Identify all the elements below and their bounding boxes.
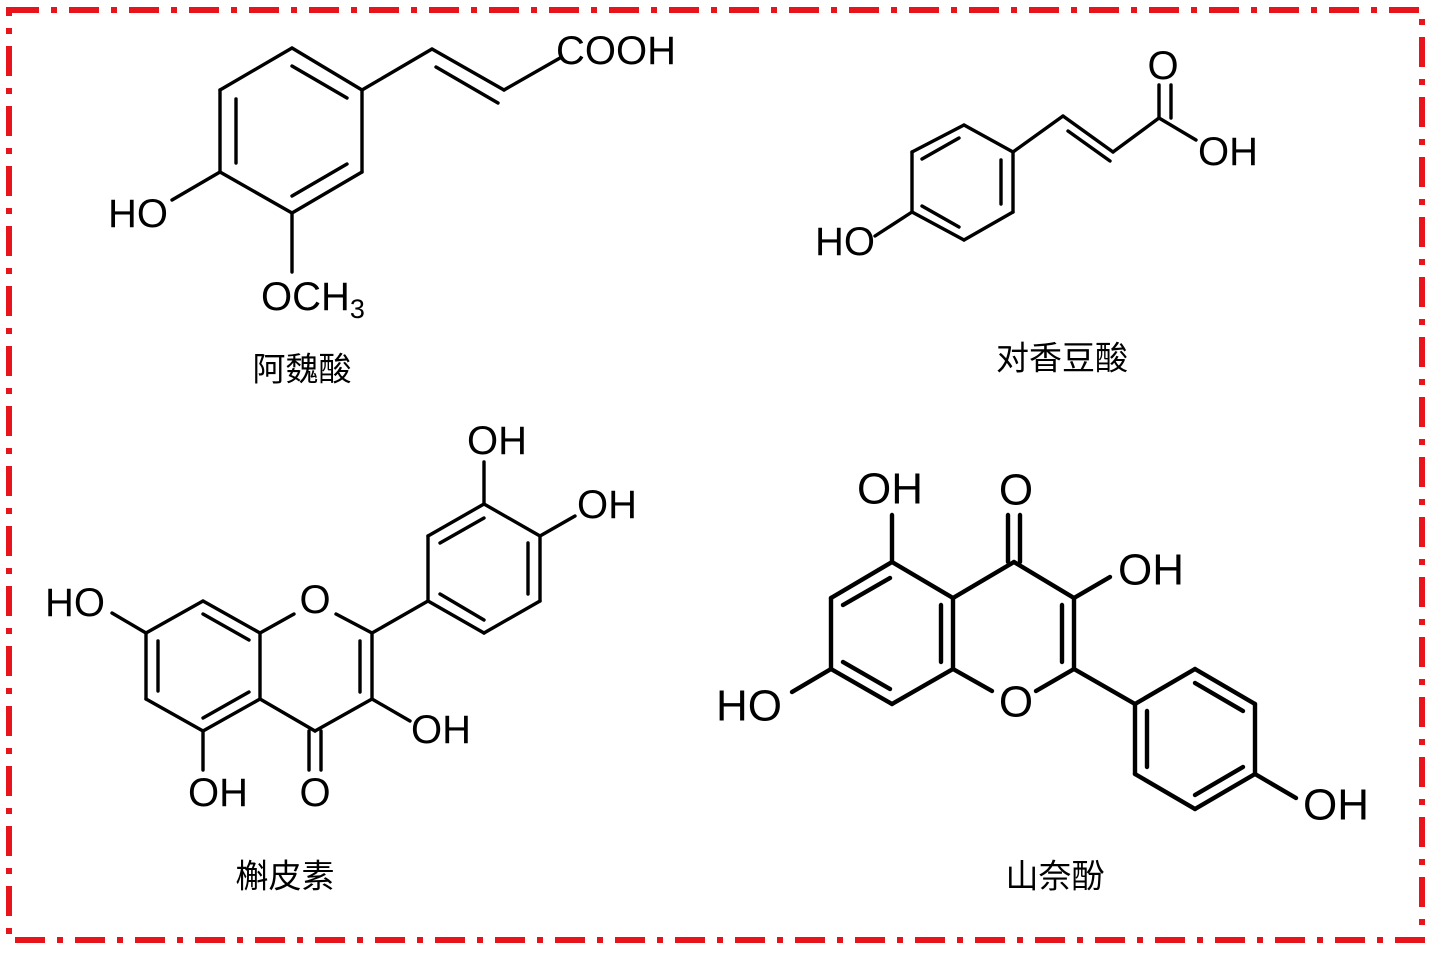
p-coumaric-acid-bonds <box>873 83 1198 242</box>
ring-oxygen-label: O <box>299 578 330 622</box>
7-hydroxyl-label: HO <box>716 682 782 731</box>
b-ring-4-hydroxyl-label: OH <box>577 483 637 527</box>
carbonyl-oxygen-label: O <box>299 771 330 815</box>
ring-oxygen-label: O <box>999 678 1033 727</box>
7-hydroxyl-label: HO <box>45 581 105 625</box>
cooh-label: COOH <box>556 29 676 73</box>
5-hydroxyl-label: OH <box>188 771 248 815</box>
methoxy-main: OCH <box>261 275 350 319</box>
phenol-hydroxyl-label: HO <box>815 220 875 264</box>
kaempferol-bonds <box>789 512 1299 812</box>
methoxy-subscript: 3 <box>350 294 365 324</box>
b-ring-3-hydroxyl-label: OH <box>467 419 527 463</box>
3-hydroxyl-label: OH <box>411 708 471 752</box>
5-hydroxyl-label: OH <box>857 465 923 514</box>
kaempferol-name: 山奈酚 <box>1006 857 1105 896</box>
p-coumaric-acid-structure: O OH HO 对香豆酸 <box>815 44 1258 378</box>
hydroxyl-label: HO <box>108 192 168 236</box>
quercetin-structure: OH OH HO O OH OH O 槲皮素 <box>45 419 637 896</box>
carbonyl-oxygen-label: O <box>999 466 1033 515</box>
quercetin-name: 槲皮素 <box>236 857 335 896</box>
carbonyl-oxygen-label: O <box>1147 44 1178 88</box>
p-coumaric-acid-name: 对香豆酸 <box>996 339 1128 378</box>
ferulic-acid-bonds <box>170 46 562 274</box>
acid-hydroxyl-label: OH <box>1198 130 1258 174</box>
4-prime-hydroxyl-label: OH <box>1303 781 1369 830</box>
ferulic-acid-name: 阿魏酸 <box>253 350 352 389</box>
kaempferol-structure: OH O OH HO O OH 山奈酚 <box>716 465 1369 896</box>
ferulic-acid-structure: COOH HO OCH3 阿魏酸 <box>108 29 676 389</box>
3-hydroxyl-label: OH <box>1118 546 1184 595</box>
dash-dot-frame <box>6 7 1425 943</box>
quercetin-bonds <box>110 460 577 772</box>
methoxy-label: OCH3 <box>261 275 365 324</box>
